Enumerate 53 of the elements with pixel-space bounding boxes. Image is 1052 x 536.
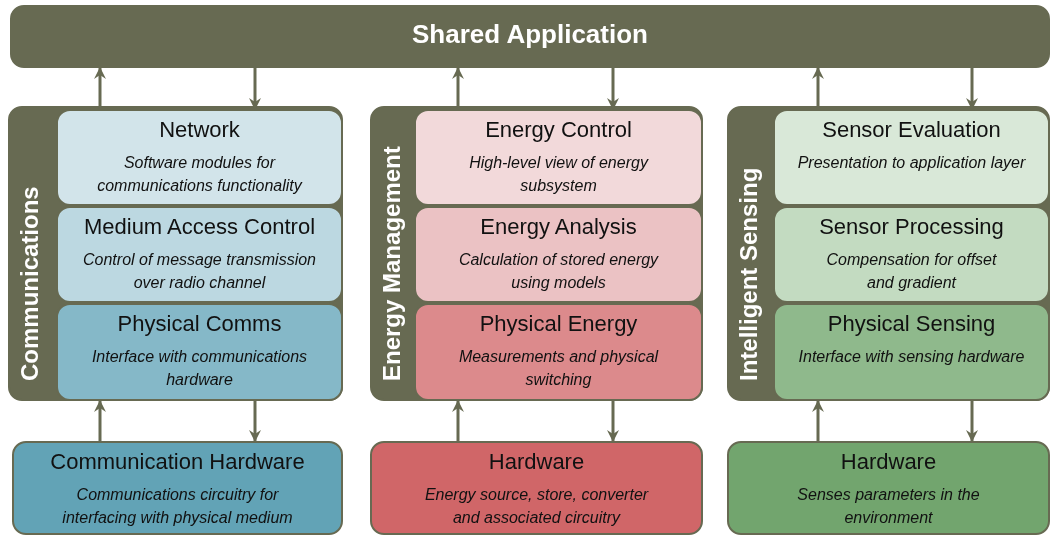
layer-title: Hardware — [839, 449, 938, 475]
layer-box — [56, 206, 343, 303]
layer-box — [56, 303, 343, 401]
arrow — [94, 67, 106, 109]
layer-description: Presentation to application layer — [796, 153, 1027, 173]
layer-title: Physical Sensing — [826, 311, 997, 337]
arrow — [607, 401, 619, 442]
arrow — [249, 401, 261, 442]
layer-description: Measurements and physical switching — [457, 347, 660, 390]
group-title: Communications — [16, 186, 44, 381]
layer-title: Energy Analysis — [479, 214, 638, 240]
group-title: Energy Management — [378, 146, 406, 381]
layer-box — [773, 109, 1050, 206]
layer-title: Hardware — [487, 449, 586, 475]
group-panel — [8, 106, 343, 401]
layer-title: Network — [158, 117, 241, 143]
layer-title: Medium Access Control — [82, 214, 317, 240]
arrow — [94, 400, 106, 441]
layer-description: High-level view of energy subsystem — [468, 153, 650, 196]
layer-title: Energy Control — [484, 117, 633, 143]
layer-title: Physical Comms — [116, 311, 283, 337]
arrow — [452, 400, 464, 441]
arrow — [452, 67, 464, 109]
layer-title: Physical Energy — [478, 311, 639, 337]
layer-box — [414, 206, 703, 303]
layer-description: Senses parameters in the environment — [796, 485, 981, 528]
layer-box — [773, 303, 1050, 401]
layer-description: Software modules for communications functionality — [96, 153, 304, 196]
layer-description: Communications circuitry for interfacing with physical medium — [61, 485, 294, 528]
layer-box — [414, 109, 703, 206]
layer-title: Sensor Evaluation — [821, 117, 1002, 143]
layer-box — [414, 303, 703, 401]
layer-description: Control of message transmission over radio channel — [82, 250, 317, 293]
layer-description: Interface with communications hardware — [90, 347, 309, 390]
arrow — [966, 401, 978, 442]
group-panel — [727, 106, 1050, 401]
layer-description: Compensation for offset and gradient — [825, 250, 998, 293]
layer-box — [370, 441, 703, 535]
layer-title: Shared Application — [411, 21, 649, 47]
layer-box — [56, 109, 343, 206]
layer-description: Calculation of stored energy using models — [457, 250, 660, 293]
group-title: Intelligent Sensing — [735, 167, 763, 381]
layer-title: Communication Hardware — [49, 449, 306, 475]
layer-box — [773, 206, 1050, 303]
arrow — [812, 400, 824, 441]
layer-box — [12, 441, 343, 535]
arrow — [812, 67, 824, 109]
layer-title: Sensor Processing — [818, 214, 1005, 240]
layer-description: Interface with sensing hardware — [797, 347, 1026, 367]
layer-description: Energy source, store, converter and associated circuitry — [423, 485, 650, 528]
group-panel — [370, 106, 703, 401]
header-bar — [10, 5, 1050, 68]
layer-box — [727, 441, 1050, 535]
